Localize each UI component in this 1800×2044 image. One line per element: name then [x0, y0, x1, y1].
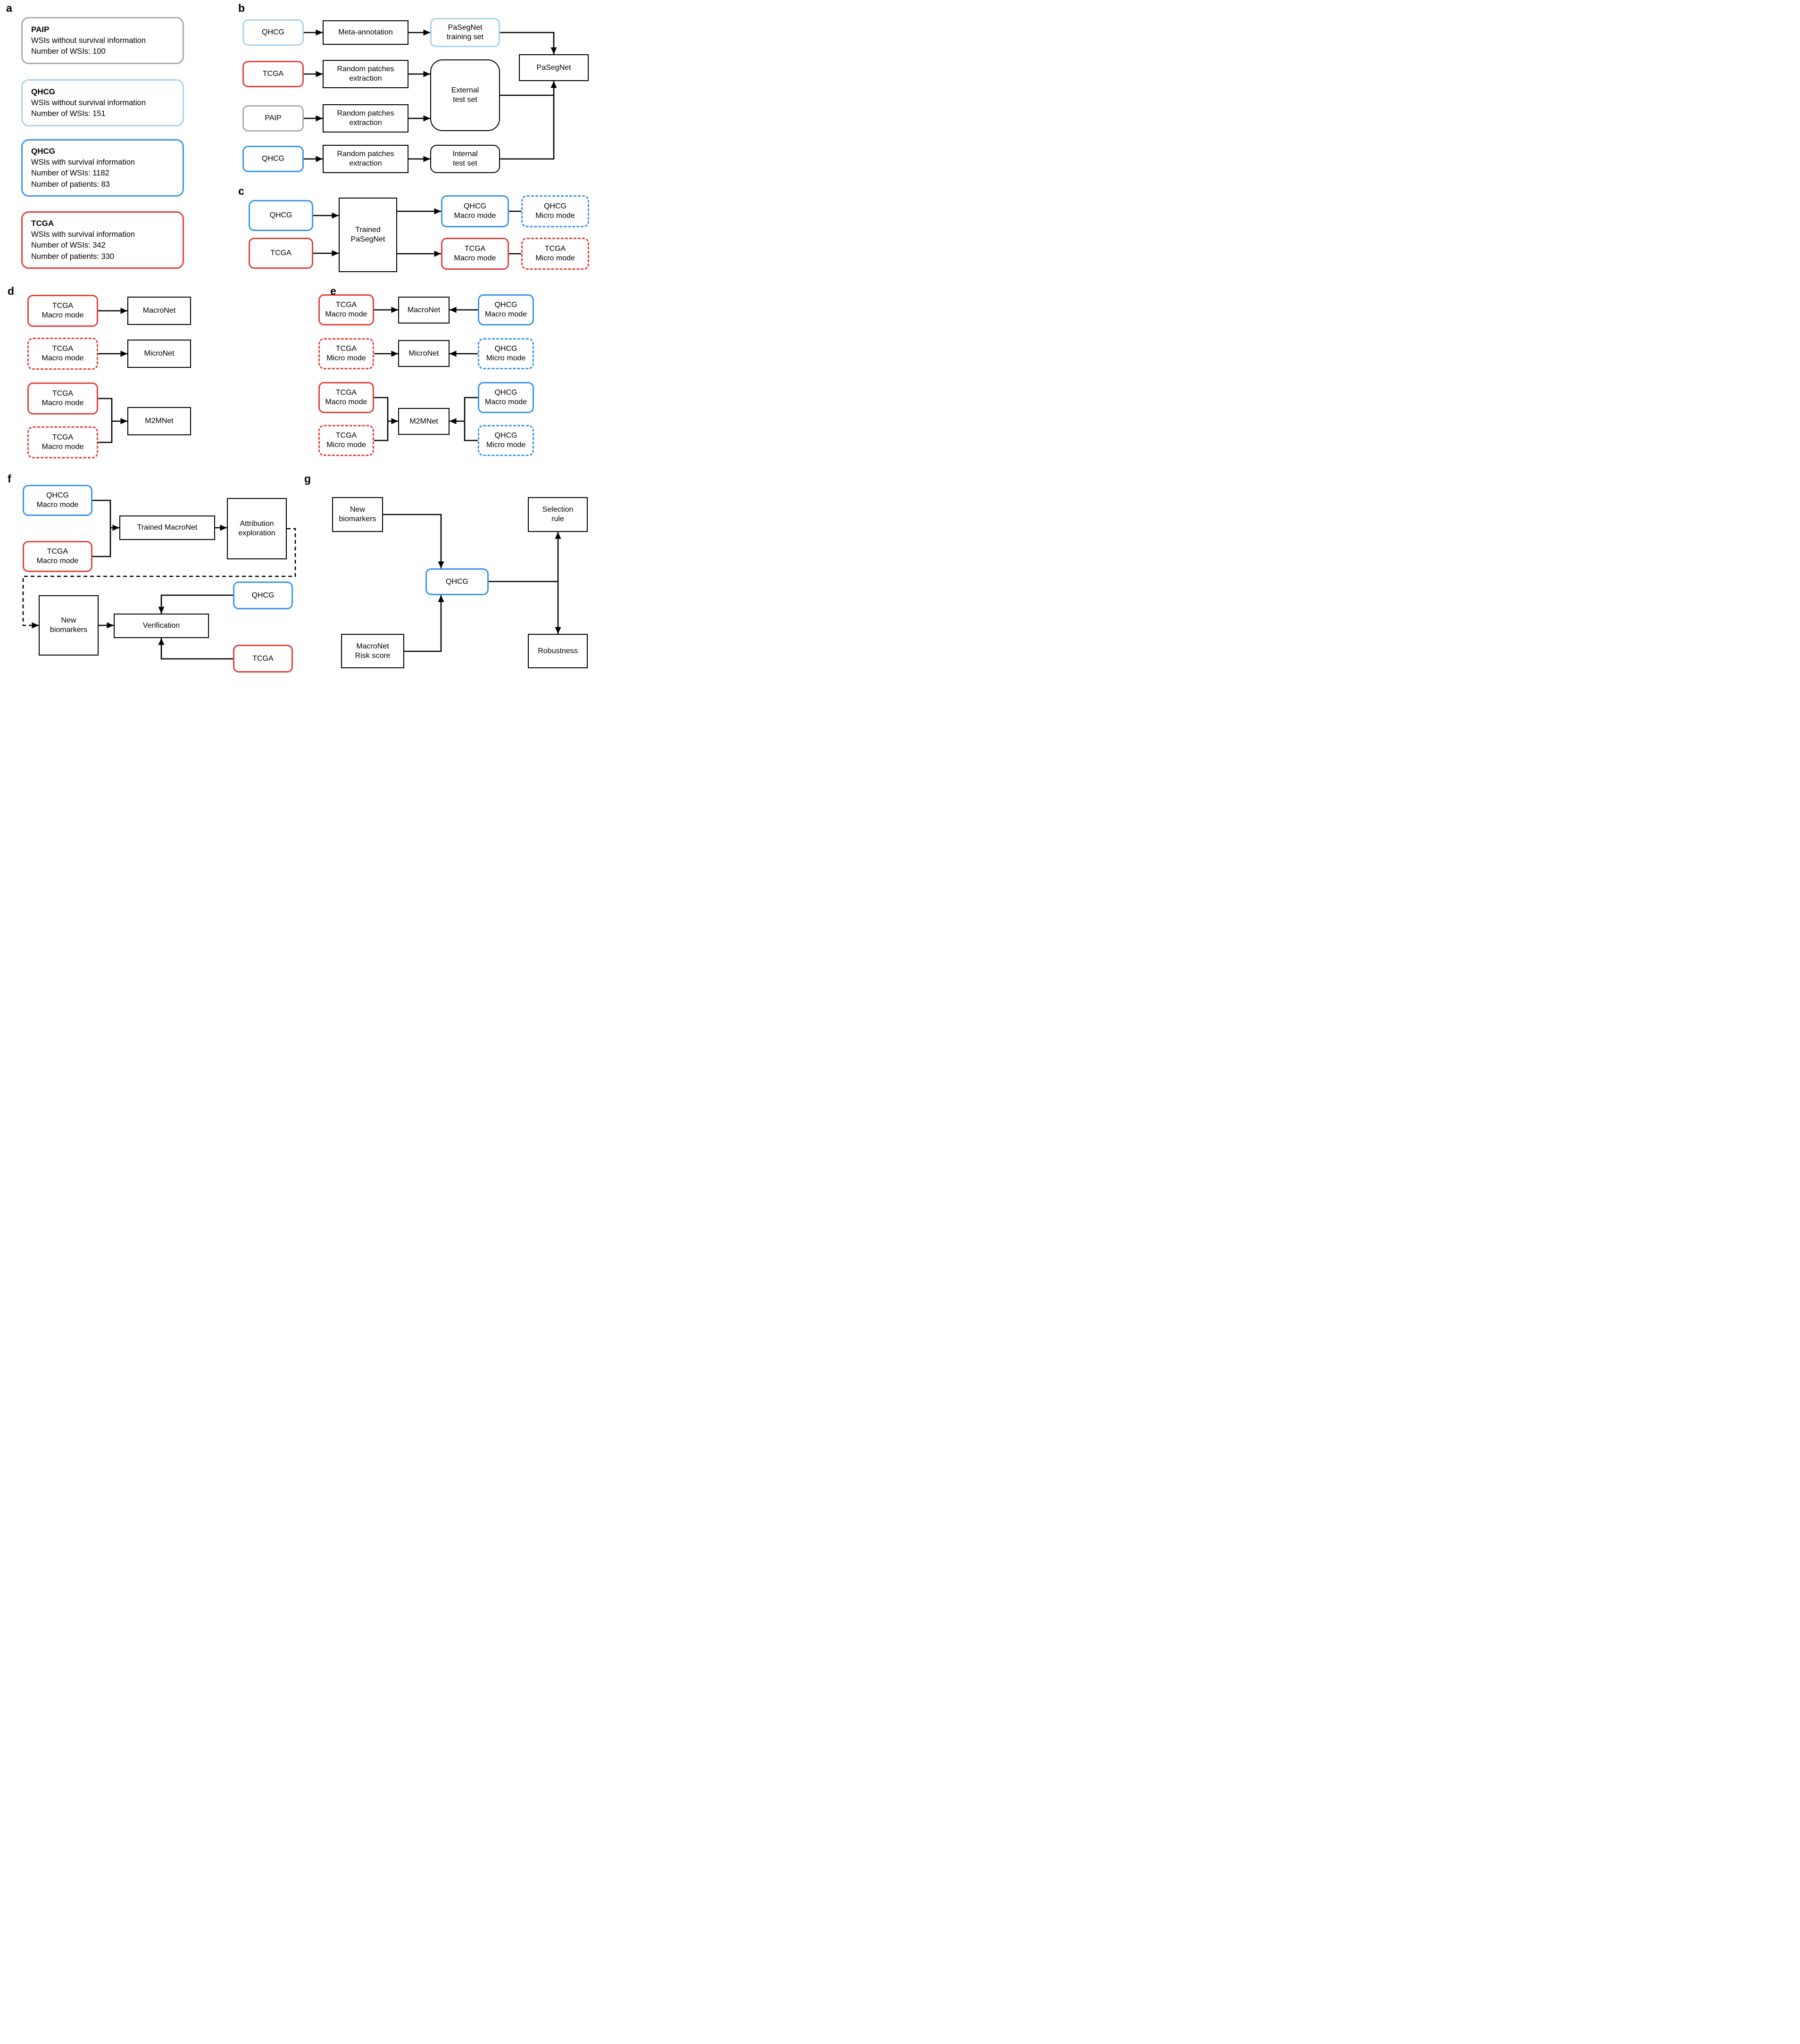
- node-micronet: MicroNet: [127, 340, 191, 368]
- node-tcga-micro-mode: TCGA Micro mode: [318, 338, 374, 369]
- node-qhcg-macro-mode: QHCG Macro mode: [478, 294, 534, 325]
- connectors-panel-g: [383, 514, 561, 652]
- node-tcga-macro-mode: TCGA Macro mode: [318, 294, 374, 325]
- node-pasegnet: PaSegNet: [519, 54, 589, 81]
- node-selection-rule: Selection rule: [528, 497, 588, 532]
- dataset-line: WSIs with survival information: [31, 158, 135, 166]
- dataset-line: Number of WSIs: 100: [31, 47, 106, 56]
- study-design-flow-diagram: a PAIP WSIs without survival information…: [0, 0, 600, 681]
- node-macronet: MacroNet: [398, 297, 450, 324]
- dataset-line: WSIs without survival information: [31, 98, 146, 107]
- panel-b-label: b: [238, 2, 245, 14]
- node-random-patches-extraction: Random patches extraction: [323, 145, 408, 173]
- node-macronet: MacroNet: [127, 297, 191, 325]
- dataset-line: Number of patients: 83: [31, 180, 110, 189]
- node-tcga-micro-mode: TCGA Micro mode: [521, 238, 589, 270]
- node-qhcg-micro-mode: QHCG Micro mode: [521, 195, 589, 227]
- node-trained-macronet: Trained MacroNet: [119, 515, 215, 540]
- dataset-title: QHCG: [31, 87, 55, 96]
- connectors-panel-f: [22, 499, 296, 660]
- node-m2mnet: M2MNet: [127, 407, 191, 435]
- node-tcga-macro-mode: TCGA Macro mode: [27, 382, 98, 415]
- node-qhcg-blue: QHCG: [249, 200, 313, 231]
- node-external-test-set: External test set: [430, 59, 500, 131]
- node-new-biomarkers: New biomarkers: [39, 595, 99, 656]
- node-paip: PAIP: [242, 105, 304, 132]
- node-qhcg-blue: QHCG: [242, 146, 304, 172]
- node-qhcg-micro-mode: QHCG Micro mode: [478, 425, 534, 456]
- dataset-line: Number of WSIs: 1182: [31, 169, 109, 178]
- dataset-line: WSIs with survival information: [31, 230, 135, 239]
- node-qhcg-micro-mode: QHCG Micro mode: [478, 338, 534, 369]
- panel-g-label: g: [304, 473, 311, 485]
- connectors-panel-b: [304, 29, 557, 162]
- dataset-title: QHCG: [31, 146, 55, 156]
- node-tcga: TCGA: [249, 238, 313, 269]
- dataset-title: PAIP: [31, 25, 50, 34]
- dataset-card-qhcg-no-survival: QHCG WSIs without survival information N…: [21, 79, 184, 126]
- node-verification: Verification: [114, 614, 209, 638]
- node-tcga: TCGA: [242, 61, 304, 87]
- node-tcga-macro-mode: TCGA Macro mode: [441, 238, 509, 270]
- dataset-line: WSIs without survival information: [31, 36, 146, 45]
- node-tcga-micro-mode: TCGA Micro mode: [318, 425, 374, 456]
- node-m2mnet: M2MNet: [398, 408, 450, 435]
- dataset-card-qhcg-survival: QHCG WSIs with survival information Numb…: [21, 139, 184, 197]
- node-qhcg-blue: QHCG: [425, 568, 489, 595]
- panel-a-label: a: [6, 2, 12, 14]
- node-random-patches-extraction: Random patches extraction: [323, 60, 408, 88]
- node-tcga-macro-mode-dashed: TCGA Macro mode: [27, 338, 98, 370]
- node-random-patches-extraction: Random patches extraction: [323, 104, 408, 133]
- panel-c-label: c: [238, 185, 244, 197]
- connectors-panel-e: [374, 307, 478, 441]
- node-qhcg-macro-mode: QHCG Macro mode: [23, 485, 92, 516]
- node-qhcg-lightblue: QHCG: [242, 19, 304, 46]
- connector-layer: [22, 29, 561, 660]
- connectors-panel-c: [313, 208, 521, 257]
- node-meta-annotation: Meta-annotation: [323, 20, 408, 45]
- node-macronet-risk-score: MacroNet Risk score: [341, 634, 404, 668]
- panel-d-label: d: [8, 285, 15, 297]
- node-tcga-macro-mode: TCGA Macro mode: [23, 541, 92, 572]
- node-pasegnet-training-set: PaSegNet training set: [430, 18, 500, 47]
- dataset-card-paip: PAIP WSIs without survival information N…: [21, 17, 184, 64]
- dataset-line: Number of WSIs: 342: [31, 241, 106, 250]
- dataset-title: TCGA: [31, 218, 54, 228]
- dataset-card-tcga: TCGA WSIs with survival information Numb…: [21, 211, 184, 269]
- node-tcga-macro-mode: TCGA Macro mode: [318, 382, 374, 413]
- node-robustness: Robustness: [528, 634, 588, 668]
- node-internal-test-set: Internal test set: [430, 145, 500, 173]
- node-attribution-exploration: Attribution exploration: [227, 498, 287, 559]
- dataset-line: Number of WSIs: 151: [31, 109, 106, 118]
- node-tcga: TCGA: [233, 645, 293, 673]
- node-new-biomarkers: New biomarkers: [332, 497, 383, 532]
- connectors-panel-d: [98, 307, 127, 443]
- panel-f-label: f: [8, 473, 11, 485]
- node-trained-pasegnet: Trained PaSegNet: [339, 198, 397, 272]
- panel-e-label: e: [330, 285, 336, 297]
- node-tcga-macro-mode: TCGA Macro mode: [27, 295, 98, 327]
- dataset-line: Number of patients: 330: [31, 252, 115, 261]
- node-qhcg-macro-mode: QHCG Macro mode: [478, 382, 534, 413]
- node-tcga-macro-mode-dashed: TCGA Macro mode: [27, 426, 98, 458]
- node-micronet: MicroNet: [398, 340, 450, 367]
- node-qhcg-macro-mode: QHCG Macro mode: [441, 195, 509, 227]
- node-qhcg-blue: QHCG: [233, 582, 293, 609]
